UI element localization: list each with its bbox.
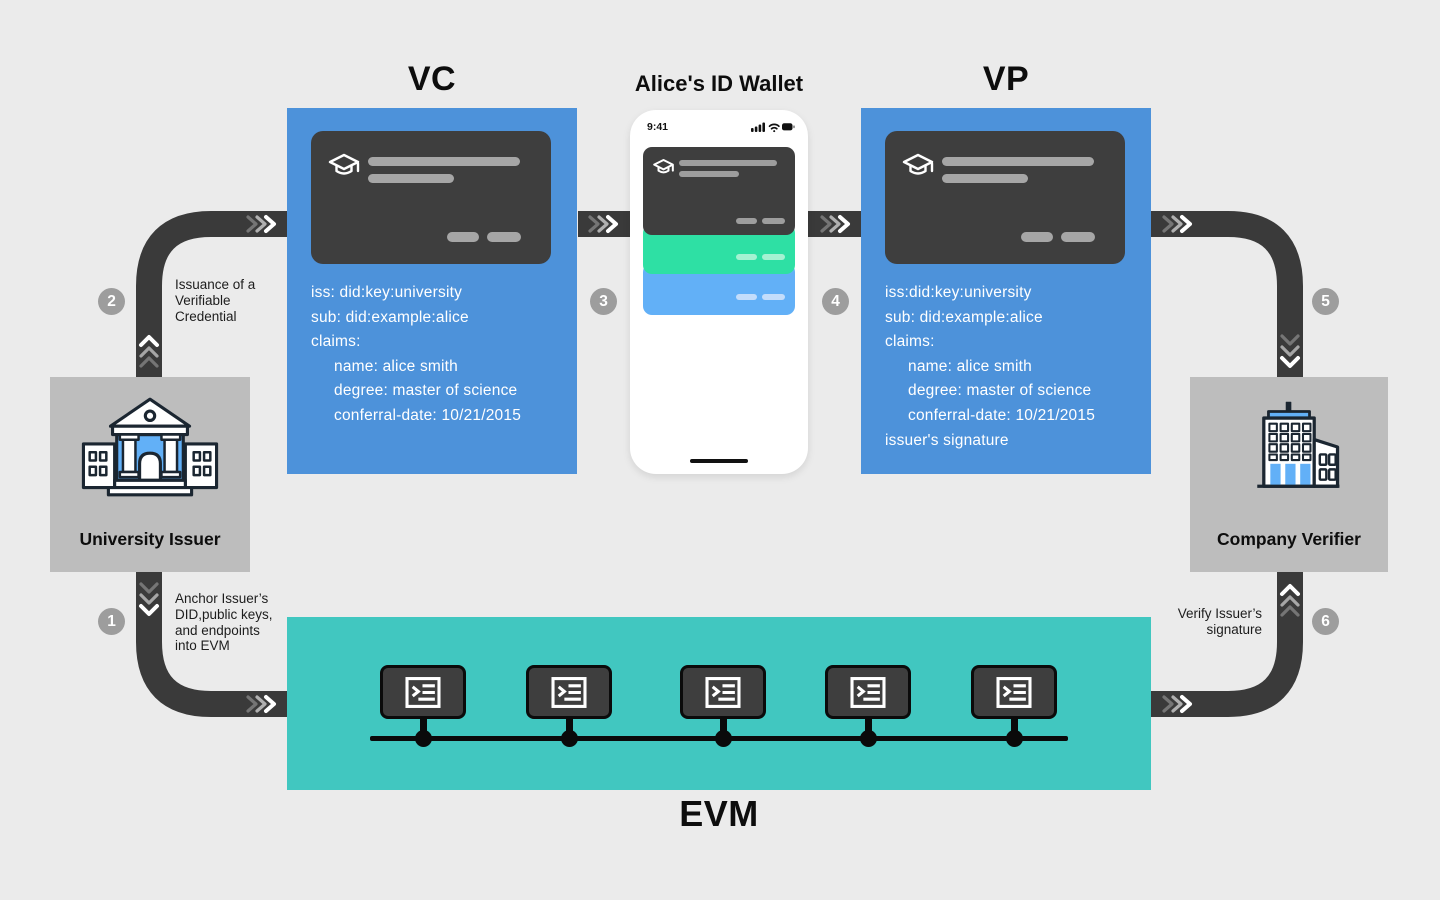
graduation-cap-icon (328, 153, 360, 175)
credential-card (885, 131, 1125, 264)
claims-line: name: alice smith (908, 357, 1033, 375)
node-monitor (825, 665, 911, 719)
step-badge-4: 4 (822, 288, 849, 315)
bus-node (859, 730, 877, 747)
bus-node (414, 730, 432, 747)
card-pills (736, 218, 785, 224)
card-pills (736, 294, 785, 300)
card-line (368, 157, 520, 166)
university-issuer-box: University Issuer (50, 377, 250, 572)
claims-line: conferral-date: 10/21/2015 (334, 406, 522, 424)
vc-title: VC (407, 60, 457, 98)
monitor-stem (864, 717, 872, 739)
issuer-label: University Issuer (79, 529, 221, 549)
credential-card (311, 131, 551, 264)
card-pill (762, 218, 785, 224)
card-line (942, 157, 1094, 166)
step-badge-1: 1 (98, 608, 125, 635)
step-badge-3: 3 (590, 288, 617, 315)
claims-line: sub: did:example:alice (311, 308, 469, 326)
card-pills (736, 254, 785, 260)
battery-icon (782, 123, 795, 131)
office-building-icon (1257, 401, 1340, 488)
flow-label-verify: Verify Issuer’s signature (1177, 606, 1262, 637)
status-time: 9:41 (647, 121, 669, 133)
claims-line: degree: master of science (908, 382, 1092, 400)
phone-statusbar: 9:41 (647, 121, 795, 133)
card-line (679, 171, 739, 177)
status-icons (751, 122, 795, 133)
claims-line: claims: (311, 333, 361, 351)
wallet-card-stack (643, 147, 795, 315)
graduation-cap-icon (902, 153, 934, 175)
claims-line: sub: did:example:alice (885, 308, 1043, 326)
verifier-label: Company Verifier (1217, 529, 1361, 549)
card-line (368, 174, 454, 183)
claims-line: claims: (885, 333, 935, 351)
card-pill (736, 254, 757, 260)
claims-line: issuer's signature (885, 431, 1009, 449)
monitor-stem (565, 717, 573, 739)
card-pill (487, 232, 521, 242)
terminal-icon (705, 676, 741, 708)
bus-node (560, 730, 578, 747)
wifi-icon (768, 123, 780, 133)
terminal-icon (850, 676, 886, 708)
arrow-up-icons (139, 335, 1300, 617)
node-monitor (380, 665, 466, 719)
card-pill (1061, 232, 1095, 242)
vc-claims: iss: did:key:university sub: did:example… (311, 281, 569, 429)
home-indicator (690, 458, 748, 463)
bus-node (714, 730, 732, 747)
claims-line: iss: did:key:university (311, 284, 463, 301)
monitor-stem (1010, 717, 1018, 739)
card-line (942, 174, 1028, 183)
card-line (679, 160, 777, 166)
node-monitor (680, 665, 766, 719)
claims-line: name: alice smith (334, 357, 459, 375)
arrow-right-icons (246, 215, 1192, 713)
claims-line: conferral-date: 10/21/2015 (908, 406, 1096, 424)
wallet-card-dark (643, 147, 795, 235)
card-pill (762, 294, 785, 300)
company-verifier-box: Company Verifier (1190, 377, 1388, 572)
monitor-stem (719, 717, 727, 739)
monitor-stem (419, 717, 427, 739)
vp-title: VP (982, 60, 1030, 98)
terminal-icon (551, 676, 587, 708)
vp-panel: iss:did:key:university sub: did:example:… (861, 108, 1151, 474)
claims-line: iss:did:key:university (885, 284, 1032, 301)
step-badge-5: 5 (1312, 288, 1339, 315)
university-building-icon (81, 397, 219, 497)
vc-panel: iss: did:key:university sub: did:example… (287, 108, 577, 474)
signal-icon (751, 122, 765, 132)
card-pill (762, 254, 785, 260)
terminal-icon (405, 676, 441, 708)
arrow-down-icons (139, 334, 1300, 616)
node-monitor (971, 665, 1057, 719)
step-badge-6: 6 (1312, 608, 1339, 635)
evm-panel (287, 617, 1151, 790)
card-pill (736, 294, 757, 300)
flow-label-issuance: Issuance of a Verifiable Credential (175, 277, 256, 324)
evm-title: EVM (679, 793, 759, 834)
card-pill (447, 232, 479, 242)
step-badge-2: 2 (98, 288, 125, 315)
claims-line: degree: master of science (334, 382, 518, 400)
phone: 9:41 (630, 110, 808, 474)
wallet-title: Alice's ID Wallet (634, 71, 804, 96)
flow-label-anchor: Anchor Issuer’s DID,public keys, and end… (175, 591, 273, 654)
card-pill (736, 218, 757, 224)
graduation-cap-icon (653, 159, 674, 174)
terminal-icon (996, 676, 1032, 708)
card-pill (1021, 232, 1053, 242)
node-monitor (526, 665, 612, 719)
vp-claims: iss:did:key:university sub: did:example:… (885, 281, 1143, 453)
bus-node (1005, 730, 1023, 747)
